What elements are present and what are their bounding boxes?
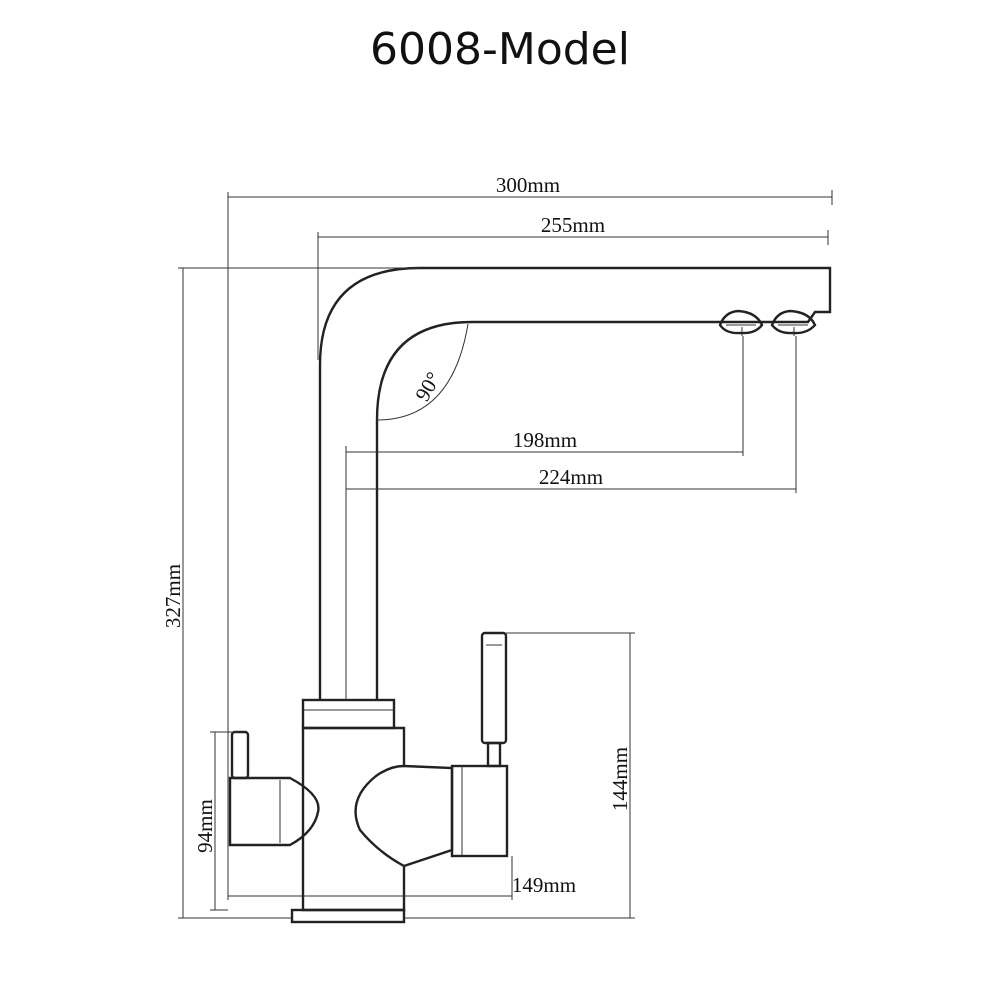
right-handle-body	[403, 764, 454, 868]
right-lever-stem	[486, 741, 502, 768]
left-lever-stem	[230, 730, 250, 780]
outlet-nozzle-2	[770, 309, 817, 335]
central-body	[301, 726, 406, 912]
faucet-body	[228, 266, 832, 924]
dimension-lines	[178, 190, 833, 919]
label-handle-height: 144mm	[608, 747, 632, 811]
label-overall-height: 327mm	[161, 564, 185, 628]
label-overall-width: 300mm	[496, 173, 560, 197]
dimension-labels: 300mm 255mm 198mm 224mm 149mm 327mm 94mm…	[161, 173, 632, 897]
label-spout-reach: 255mm	[541, 213, 605, 237]
outlet-nozzle-1	[718, 309, 764, 335]
right-lever-rod	[480, 631, 508, 745]
label-outlet-1-reach: 198mm	[513, 428, 577, 452]
label-outlet-2-reach: 224mm	[539, 465, 603, 489]
label-spout-angle: 90°	[410, 368, 445, 405]
spout	[318, 266, 832, 700]
right-handle-cap	[450, 764, 509, 858]
mounting-base	[290, 908, 406, 924]
label-base-width: 149mm	[512, 873, 576, 897]
drawing-title: 6008-Model	[370, 24, 630, 75]
spout-collar	[301, 698, 396, 730]
left-handle	[228, 776, 320, 847]
label-body-height: 94mm	[193, 799, 217, 853]
